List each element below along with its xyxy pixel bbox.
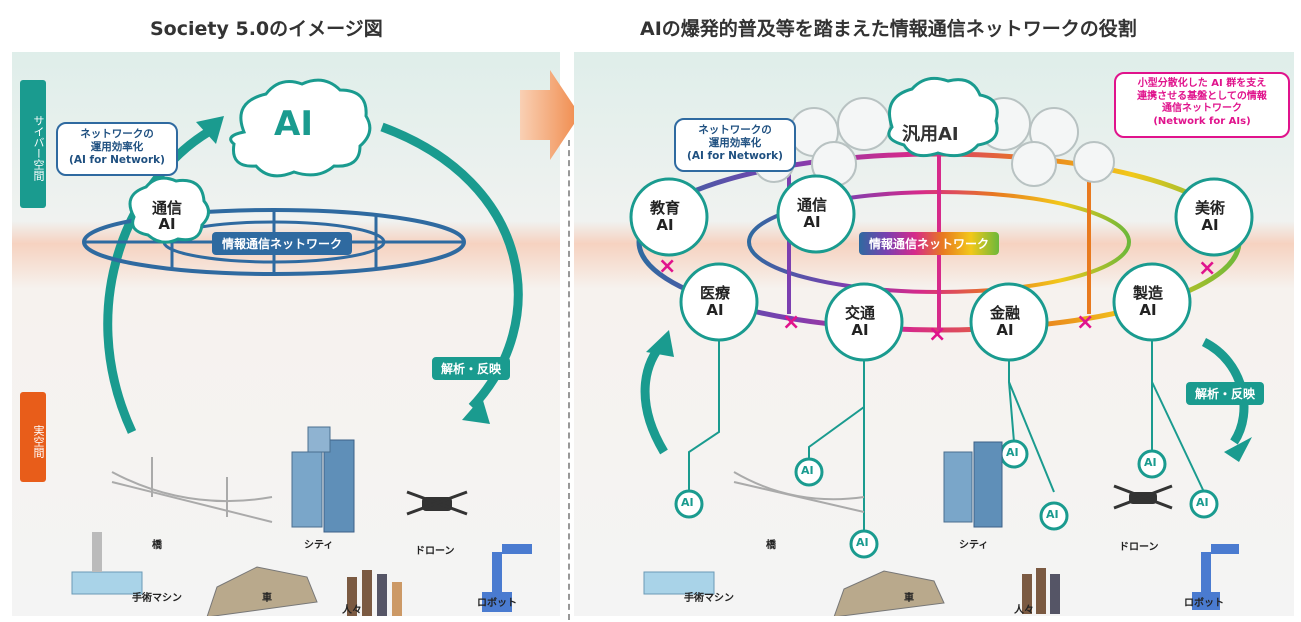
cyber-space-label: サイバー空間 (20, 80, 46, 208)
edge-ai-circles (674, 439, 1219, 559)
city-label: シティ (959, 540, 989, 551)
edge-ai-label: AI (1196, 496, 1209, 509)
cross-mark: × (1076, 310, 1095, 335)
robot-icon (482, 544, 532, 612)
right-callout-ai-for-network: ネットワークの 運用効率化 (AI for Network) (674, 118, 796, 172)
surgery-label: 手術マシン (684, 593, 734, 604)
right-diagram-svg (574, 52, 1294, 616)
surgery-icon (643, 571, 715, 595)
general-ai-label: 汎用AI (902, 124, 959, 145)
education-ai-brain (629, 177, 709, 257)
cross-mark: × (782, 310, 801, 335)
art-ai-label: 美術 AI (1195, 199, 1226, 234)
people-label: 人々 (1014, 605, 1034, 616)
cross-mark: × (928, 322, 947, 347)
edge-ai-label: AI (856, 536, 869, 549)
feedback-arrowhead (462, 397, 490, 424)
upload-arc (103, 123, 220, 434)
transition-arrow (520, 70, 580, 160)
comm-ai-label: 通信 AI (797, 196, 828, 231)
drone-icon (1113, 484, 1173, 510)
drone-icon (406, 490, 468, 516)
finance-ai-label: 金融 AI (990, 304, 1021, 339)
bridge-label: 橋 (766, 540, 776, 551)
car-label: 車 (904, 593, 914, 604)
edge-ai-label: AI (1046, 508, 1059, 521)
right-analyze-label: 解析・反映 (1186, 382, 1265, 405)
robot-icon (1192, 544, 1239, 610)
robot-label: ロボット (1184, 598, 1224, 609)
people-label: 人々 (342, 605, 362, 616)
bridge-label: 橋 (152, 540, 162, 551)
city-icon (943, 441, 1003, 528)
bridge-icon (733, 471, 865, 513)
left-title: Society 5.0のイメージ図 (150, 18, 383, 40)
edge-ai-label: AI (1144, 456, 1157, 469)
edge-ai-label: AI (681, 496, 694, 509)
car-icon (206, 566, 318, 616)
art-ai-brain (1174, 177, 1254, 257)
comm-ai-label: 通信 AI (152, 199, 183, 233)
right-callout-network-for-ais: 小型分散化した AI 群を支え 連携させる基盤としての情報 通信ネットワーク (… (1114, 72, 1290, 138)
car-label: 車 (262, 593, 272, 604)
drone-label: ドローン (415, 546, 455, 557)
people-icon (347, 570, 402, 616)
left-panel: サイバー空間 実空間 AI 通信 AI 情報通信ネットワーク ネットワークの 運… (12, 52, 560, 616)
edge-ai-label: AI (1006, 446, 1019, 459)
traffic-ai-label: 交通 AI (845, 304, 876, 339)
left-network-label: 情報通信ネットワーク (212, 232, 353, 255)
manufacturing-ai-label: 製造 AI (1133, 284, 1164, 319)
panel-divider (568, 140, 570, 620)
big-ai-brain (229, 78, 372, 178)
left-analyze-label: 解析・反映 (432, 357, 511, 380)
comm-ai-brain (776, 174, 856, 254)
drone-label: ドローン (1119, 542, 1159, 553)
people-icon (1022, 568, 1060, 614)
city-icon (291, 426, 355, 533)
surgery-icon (71, 532, 143, 595)
real-space-label: 実空間 (20, 392, 46, 482)
edge-ai-label: AI (801, 464, 814, 477)
right-panel: 汎用AI 情報通信ネットワーク ネットワークの 運用効率化 (AI for Ne… (574, 52, 1294, 616)
big-ai-label: AI (274, 104, 313, 144)
city-label: シティ (304, 540, 334, 551)
comm-ai-brain (128, 176, 210, 244)
cross-mark: × (1198, 256, 1217, 281)
right-title: AIの爆発的普及等を踏まえた情報通信ネットワークの役割 (640, 18, 1137, 40)
left-callout-ai-for-network: ネットワークの 運用効率化 (AI for Network) (56, 122, 178, 176)
car-icon (833, 570, 945, 616)
right-network-label: 情報通信ネットワーク (859, 232, 1000, 255)
surgery-label: 手術マシン (132, 593, 182, 604)
cross-mark: × (658, 254, 677, 279)
medical-ai-label: 医療 AI (700, 284, 731, 319)
education-ai-label: 教育 AI (650, 199, 681, 234)
upload-arrowhead (196, 116, 224, 144)
robot-label: ロボット (477, 598, 517, 609)
general-ai-brain (887, 76, 999, 158)
bridge-icon (111, 457, 273, 523)
